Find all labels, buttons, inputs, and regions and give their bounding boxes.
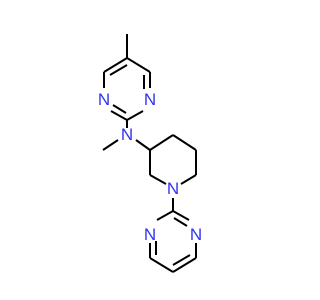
atom-n-piperidine: N — [167, 179, 179, 198]
bond-c5-c4 — [126, 57, 151, 73]
bond-c4-c5 — [172, 134, 197, 151]
molecule-structure: N N N N N N — [98, 34, 202, 273]
bond-b-c4-c5-double — [172, 254, 191, 266]
bond-c6-n1 — [180, 174, 197, 185]
top-pyrimidine-ring — [103, 57, 151, 121]
atom-n-top-right: N — [144, 90, 156, 109]
piperidine-ring — [149, 134, 197, 185]
bond-amine-c3 — [135, 139, 151, 151]
bond-c2-n1 — [110, 110, 128, 121]
atom-n-amine: N — [121, 125, 133, 144]
bond-b-c5-c6 — [149, 257, 174, 273]
atom-n-bottom-left: N — [144, 225, 156, 244]
bond-c6-c5-double — [109, 64, 128, 76]
bond-b-c2-n3-double — [173, 217, 188, 227]
bond-n3-c2 — [126, 110, 144, 121]
bond-c3-c4 — [149, 134, 174, 151]
bond-c6-c5 — [103, 57, 128, 73]
bond-n1-c2 — [149, 174, 167, 185]
atom-n-bottom-right: N — [190, 225, 202, 244]
structure-canvas: N N N N N N — [98, 34, 202, 273]
bond-b-n1-c2 — [156, 210, 174, 221]
atom-n-top-left: N — [98, 90, 110, 109]
bottom-pyrimidine-ring — [149, 210, 197, 273]
bond-c2-n1-double — [112, 104, 127, 114]
bond-amine-methyl — [102, 139, 119, 151]
bond-b-c2-n3 — [172, 210, 190, 221]
bond-b-c4-c5 — [172, 257, 197, 273]
